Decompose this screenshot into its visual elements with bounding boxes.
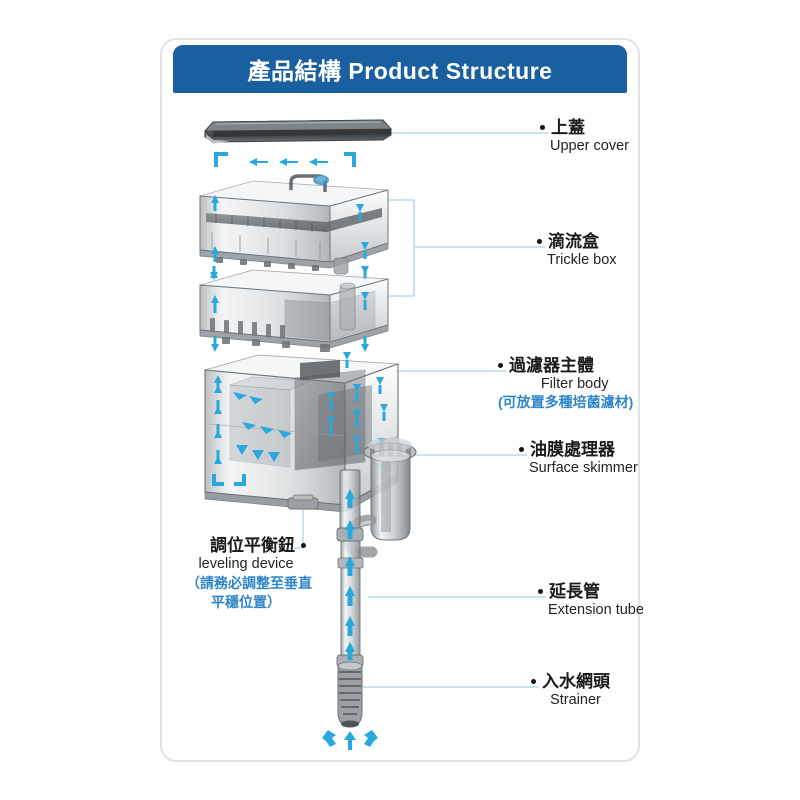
callout-filter-body-note: (可放置多種培菌濾材) [498, 393, 634, 410]
callout-filter-body: 過濾器主體 Filter body (可放置多種培菌濾材) [498, 356, 633, 411]
flow-arrows-trickle-lower [211, 292, 369, 352]
bullet-dot [531, 678, 536, 684]
upper-cover-lid [204, 119, 392, 144]
filter-body-tank [204, 354, 399, 513]
bullet-dot [537, 238, 542, 244]
callout-trickle-box-en: Trickle box [547, 251, 617, 268]
callout-extension-tube-en: Extension tube [548, 601, 644, 618]
callout-surface-skimmer-zh: 油膜處理器 [519, 440, 638, 460]
flow-arrows-extension-tube [345, 489, 355, 660]
callout-extension-tube-zh: 延長管 [538, 582, 644, 602]
bullet-dot [540, 124, 545, 130]
leader-trickle-bracket [389, 199, 415, 297]
callout-leveling-device-zh: 調位平衡鈕 [186, 536, 306, 556]
callout-strainer-en: Strainer [550, 691, 601, 708]
callout-strainer: 入水網頭 Strainer [531, 672, 610, 709]
callout-trickle-box: 滴流盒 Trickle box [537, 232, 617, 269]
flow-arrows-trickle-upper [210, 195, 369, 280]
callout-upper-cover-zh: 上蓋 [540, 118, 629, 138]
callout-surface-skimmer: 油膜處理器 Surface skimmer [519, 440, 638, 477]
flow-arrows-under-lid [214, 152, 356, 167]
flow-arrows-strainer-intake [322, 730, 378, 750]
callout-extension-tube: 延長管 Extension tube [538, 582, 644, 619]
leader-lines [294, 132, 548, 688]
callout-upper-cover-en: Upper cover [550, 137, 629, 154]
bullet-dot [498, 362, 503, 368]
callout-strainer-zh: 入水網頭 [531, 672, 610, 692]
callout-leveling-device: 調位平衡鈕 leveling device （請務必調整至垂直 平穩位置） [186, 536, 312, 612]
bullet-dot [301, 542, 306, 548]
page-header: 產品結構 Product Structure [173, 45, 627, 93]
callout-leveling-device-en: leveling device [198, 555, 294, 572]
leveling-knob [287, 494, 319, 510]
strainer-intake [337, 661, 363, 728]
bullet-dot [538, 588, 543, 594]
callout-upper-cover: 上蓋 Upper cover [540, 118, 629, 155]
callout-leveling-device-note-2: 平穩位置） [211, 594, 281, 611]
callout-filter-body-en: Filter body [540, 375, 609, 392]
callout-surface-skimmer-en: Surface skimmer [529, 459, 638, 476]
leader-leveling-device [294, 495, 304, 549]
callout-leveling-device-note-1: （請務必調整至垂直 [186, 574, 312, 591]
callout-filter-body-zh: 過濾器主體 [498, 356, 633, 376]
page-title: 產品結構 Product Structure [247, 58, 553, 84]
bullet-dot [519, 446, 524, 452]
callout-trickle-box-zh: 滴流盒 [537, 232, 617, 252]
trickle-box-lower [199, 269, 389, 352]
trickle-box-upper [199, 174, 389, 275]
